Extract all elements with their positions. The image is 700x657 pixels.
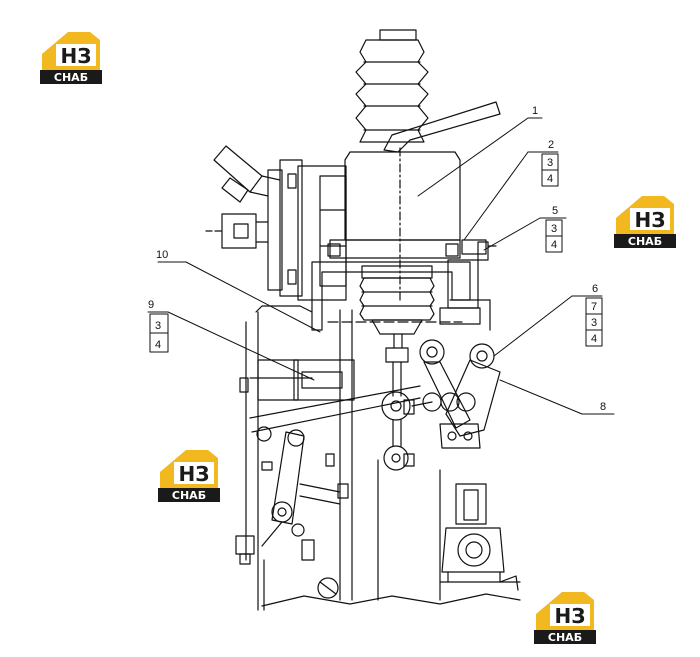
logo-mark: НЗ [179, 462, 210, 486]
callout-boxes [149, 153, 603, 353]
upper-bellows [355, 29, 429, 143]
callout-6-ref-a: 7 [591, 301, 597, 313]
lower-frame [239, 299, 521, 611]
callout-6-ref-c: 4 [591, 333, 597, 345]
callout-labels: 1 2 3 4 5 3 4 6 7 3 4 8 9 3 4 10 [148, 105, 606, 413]
linkage-levers [411, 339, 501, 449]
logo-mark: НЗ [555, 604, 586, 628]
callout-8: 8 [600, 401, 606, 413]
lower-left-lever [235, 429, 305, 565]
logo-caption: СНАБ [628, 235, 662, 248]
pipe-fitting-upper [213, 145, 281, 203]
watermark-logo-bottom-right: НЗ СНАБ [532, 584, 598, 646]
watermark-logo-top-left: НЗ СНАБ [38, 24, 104, 86]
lower-bellows [359, 265, 435, 335]
logo-mark: НЗ [61, 44, 92, 68]
watermark-logo-right: НЗ СНАБ [612, 188, 678, 250]
callout-1: 1 [532, 105, 538, 117]
callout-2-ref-a: 3 [547, 157, 553, 169]
callout-9-ref-b: 4 [155, 339, 161, 351]
callout-5: 5 [552, 205, 558, 217]
pipe-fitting-side [205, 213, 269, 249]
diagonal-rod [249, 385, 421, 442]
callout-2: 2 [548, 139, 554, 151]
watermark-logo-left: НЗ СНАБ [156, 442, 222, 504]
pedestal [439, 483, 521, 591]
cylinder-body [327, 147, 461, 301]
callout-10: 10 [156, 249, 168, 261]
logo-mark: НЗ [635, 208, 666, 232]
logo-caption: СНАБ [172, 489, 206, 502]
leader-lines [147, 117, 615, 415]
logo-caption: СНАБ [548, 631, 582, 644]
callout-6-ref-b: 3 [591, 317, 597, 329]
callout-2-ref-b: 4 [547, 173, 553, 185]
callout-6: 6 [592, 283, 598, 295]
control-lever [383, 101, 501, 153]
callout-5-ref-a: 3 [551, 223, 557, 235]
left-housing [267, 159, 347, 301]
callout-9-ref-a: 3 [155, 320, 161, 332]
callout-9: 9 [148, 299, 154, 311]
logo-caption: СНАБ [54, 71, 88, 84]
callout-5-ref-b: 4 [551, 239, 557, 251]
